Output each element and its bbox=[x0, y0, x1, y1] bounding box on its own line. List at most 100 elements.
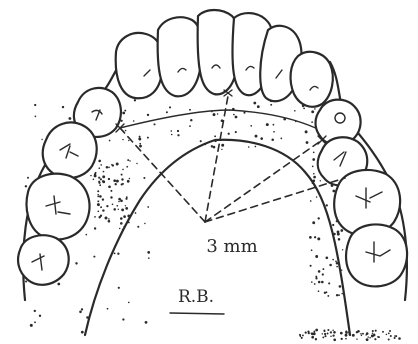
speckle-dot bbox=[190, 119, 192, 121]
speckle-dot bbox=[280, 138, 282, 140]
speckle-dot bbox=[356, 331, 358, 333]
speckle-dot bbox=[110, 190, 112, 192]
speckle-dot bbox=[62, 106, 64, 108]
speckle-dot bbox=[129, 160, 130, 161]
speckle-dot bbox=[327, 295, 329, 297]
signature-initials: R.B. bbox=[178, 287, 214, 307]
speckle-dot bbox=[134, 99, 136, 101]
speckle-dot bbox=[273, 124, 275, 126]
speckle-dot bbox=[121, 174, 123, 176]
speckle-dot bbox=[97, 196, 99, 198]
speckle-dot bbox=[57, 283, 60, 286]
speckle-dot bbox=[315, 255, 318, 258]
speckle-dot bbox=[102, 180, 105, 183]
speckle-dot bbox=[147, 114, 149, 116]
speckle-dot bbox=[345, 338, 347, 340]
speckle-dot bbox=[133, 120, 135, 122]
speckle-dot bbox=[127, 159, 129, 161]
speckle-dot bbox=[108, 178, 110, 180]
speckle-dot bbox=[116, 163, 119, 166]
speckle-dot bbox=[313, 332, 316, 335]
speckle-dot bbox=[266, 123, 269, 126]
speckle-dot bbox=[314, 108, 316, 110]
speckle-dot bbox=[100, 206, 102, 208]
speckle-dot bbox=[300, 335, 302, 337]
speckle-dot bbox=[338, 238, 341, 241]
speckle-dot bbox=[97, 194, 98, 195]
speckle-dot bbox=[123, 215, 126, 218]
speckle-dot bbox=[129, 178, 131, 180]
measurement-label: 3 mm bbox=[206, 236, 257, 257]
speckle-dot bbox=[153, 123, 155, 125]
speckle-dot bbox=[108, 218, 110, 220]
speckle-dot bbox=[322, 333, 323, 334]
speckle-dot bbox=[326, 204, 328, 206]
speckle-dot bbox=[34, 321, 36, 323]
speckle-dot bbox=[177, 130, 179, 132]
speckle-dot bbox=[386, 334, 388, 336]
speckle-dot bbox=[125, 130, 127, 132]
speckle-dot bbox=[169, 106, 171, 108]
speckle-dot bbox=[314, 283, 316, 285]
speckle-dot bbox=[390, 335, 392, 337]
speckle-dot bbox=[366, 332, 369, 335]
speckle-dot bbox=[372, 332, 373, 333]
speckle-dot bbox=[122, 169, 124, 171]
speckle-dot bbox=[337, 230, 340, 233]
speckle-dot bbox=[30, 324, 33, 327]
speckle-dot bbox=[75, 262, 77, 264]
speckle-dot bbox=[114, 252, 116, 254]
speckle-dot bbox=[333, 338, 336, 341]
speckle-dot bbox=[100, 178, 102, 180]
speckle-dot bbox=[356, 338, 357, 339]
speckle-dot bbox=[177, 134, 179, 136]
speckle-dot bbox=[211, 145, 213, 147]
speckle-dot bbox=[107, 308, 109, 310]
speckle-dot bbox=[189, 125, 191, 127]
speckle-dot bbox=[312, 221, 315, 224]
speckle-dot bbox=[125, 207, 128, 210]
speckle-dot bbox=[313, 176, 316, 179]
speckle-dot bbox=[248, 146, 250, 148]
speckle-dot bbox=[139, 145, 142, 148]
speckle-dot bbox=[305, 130, 308, 133]
speckle-dot bbox=[306, 141, 309, 144]
speckle-dot bbox=[111, 164, 113, 166]
dashed-line-to-incisor bbox=[205, 96, 228, 222]
speckle-dot bbox=[374, 338, 376, 340]
speckle-dot bbox=[35, 116, 37, 118]
speckle-dot bbox=[322, 268, 324, 270]
speckle-dot bbox=[108, 167, 110, 169]
speckle-dot bbox=[25, 280, 27, 282]
speckle-dot bbox=[98, 216, 100, 218]
speckle-dot bbox=[125, 198, 127, 200]
speckle-dot bbox=[325, 291, 327, 293]
speckle-dot bbox=[311, 281, 313, 283]
speckle-dot bbox=[147, 251, 150, 254]
speckle-dot bbox=[388, 338, 390, 340]
speckle-dot bbox=[125, 205, 126, 206]
speckle-dot bbox=[301, 337, 303, 339]
lingual-ridge-contour bbox=[120, 110, 320, 130]
speckle-dot bbox=[116, 205, 118, 207]
tooth-canine-right bbox=[291, 52, 333, 107]
speckle-dot bbox=[108, 220, 111, 223]
speckle-dot bbox=[372, 330, 374, 332]
speckle-dot bbox=[136, 163, 137, 164]
speckle-dot bbox=[339, 285, 342, 288]
speckle-dot bbox=[137, 226, 139, 228]
speckle-dot bbox=[324, 335, 326, 337]
speckle-dot bbox=[324, 330, 326, 332]
speckle-dot bbox=[145, 321, 148, 324]
speckle-dot bbox=[213, 113, 216, 116]
speckle-dot bbox=[97, 210, 99, 212]
speckle-dot bbox=[100, 164, 102, 166]
speckle-dot bbox=[147, 137, 149, 139]
speckle-dot bbox=[273, 131, 275, 133]
speckle-dot bbox=[138, 138, 141, 141]
speckle-dot bbox=[27, 177, 29, 179]
speckle-dot bbox=[121, 178, 123, 180]
speckle-dot bbox=[333, 331, 336, 334]
speckle-dot bbox=[93, 256, 95, 258]
speckle-dot bbox=[305, 332, 307, 334]
